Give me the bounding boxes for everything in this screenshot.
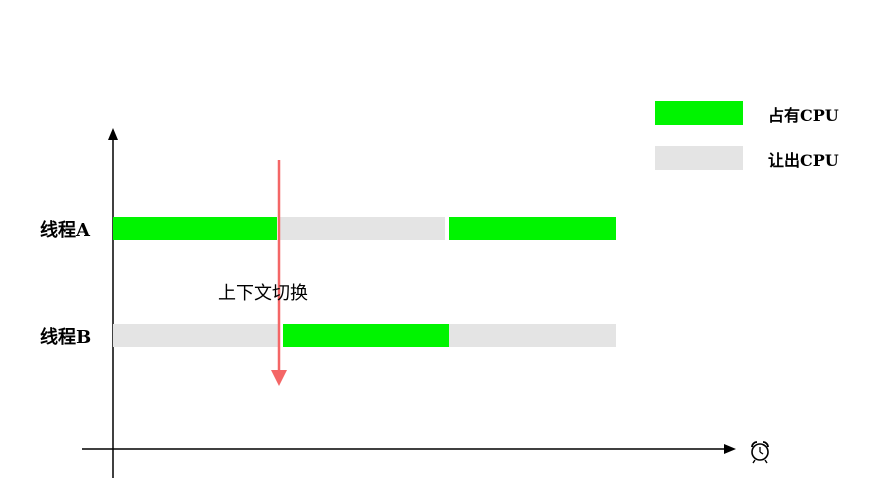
alarm-clock-icon [751, 441, 769, 464]
thread-b-segment-3 [449, 324, 616, 347]
thread-a-segment-1 [113, 217, 277, 240]
thread-a-segment-2 [278, 217, 445, 240]
legend-label-yield: 让出CPU [768, 151, 839, 170]
legend-swatch-occupy [655, 101, 743, 125]
legend-swatch-yield [655, 146, 743, 170]
legend-label-occupy: 占有CPU [768, 106, 839, 125]
thread-b-segment-2 [283, 324, 449, 347]
context-switch-arrowhead [271, 370, 287, 386]
thread-b-segment-1 [113, 324, 280, 347]
thread-a-label: 线程A [40, 220, 90, 241]
thread-b-label: 线程B [40, 327, 92, 348]
context-switch-label: 上下文切换 [218, 283, 308, 304]
time-axis-arrowhead [724, 444, 736, 454]
vertical-axis-arrowhead [108, 128, 118, 140]
thread-a-segment-3 [449, 217, 616, 240]
